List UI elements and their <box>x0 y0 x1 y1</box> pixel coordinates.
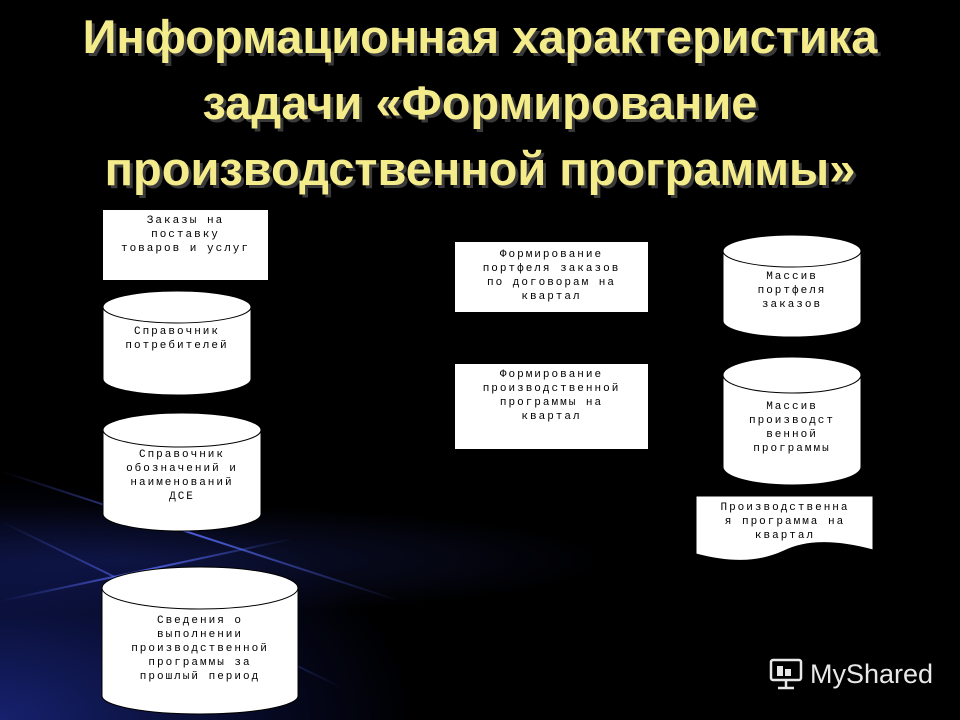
cylinder-text-line: прошлый период <box>139 671 261 683</box>
box-text-line: Формирование <box>499 249 604 261</box>
cylinder-text-line: Справочник <box>138 449 225 461</box>
title-line: производственной программы» <box>104 142 856 195</box>
document-text-line: Производственна <box>720 502 850 514</box>
orders-document: Заказы на поставку товаров и услуг <box>103 210 268 280</box>
portfolio-array-cylinder: Массив портфеля заказов <box>722 234 862 338</box>
box-text-line: Формирование <box>499 369 604 381</box>
cylinder-text-line: потребителей <box>125 340 229 352</box>
cylinder-text-line: заказов <box>761 299 823 311</box>
cylinder-shape <box>722 356 862 486</box>
presentation-screen-icon <box>769 658 803 690</box>
box-text-line: портфеля заказов <box>482 263 621 275</box>
cylinder-text-line: Массив <box>766 401 818 413</box>
consumers-reference-cylinder: Справочник потребителей <box>102 290 252 396</box>
cylinder-text-line: Массив <box>766 271 818 283</box>
cylinder-text-line: ДСЕ <box>169 491 195 503</box>
document-text-line: квартал <box>754 530 816 542</box>
box-text-line: по договорам на <box>486 277 617 289</box>
cylinder-text-line: производст <box>748 415 835 427</box>
title-line: задачи «Формирование <box>202 76 758 129</box>
box-text-line: товаров и услуг <box>120 243 251 255</box>
portfolio-process-box: Формирование портфеля заказов по договор… <box>455 242 648 312</box>
cylinder-text-line: наименований <box>130 477 234 489</box>
title-line: Информационная характеристика <box>82 10 878 63</box>
cylinder-text-line: обозначений и <box>126 463 238 475</box>
box-text-line: Заказы на <box>146 215 225 227</box>
cylinder-text-line: портфеля <box>757 285 827 297</box>
cylinder-shape <box>102 290 252 396</box>
box-text-line: производственной <box>482 383 621 395</box>
box-text-line: квартал <box>521 411 582 423</box>
box-text-line: квартал <box>521 291 582 303</box>
cylinder-text-line: программы за <box>148 657 252 669</box>
program-document: Производственна я программа на квартал <box>696 496 874 566</box>
cylinder-text-line: Справочник <box>133 326 220 338</box>
cylinder-text-line: выполнении <box>156 629 243 641</box>
cylinder-shape <box>101 566 299 715</box>
cylinder-text-line: производственной <box>131 643 269 655</box>
cylinder-text-line: венной <box>766 429 818 441</box>
cylinder-text-line: программы <box>753 443 831 455</box>
program-process-box: Формирование производственной программы … <box>455 364 648 449</box>
slide-title: Информационная характеристика задачи «Фо… <box>0 4 960 202</box>
program-array-cylinder: Массив производст венной программы <box>722 356 862 486</box>
dse-reference-cylinder: Справочник обозначений и наименований ДС… <box>102 412 262 532</box>
watermark: MyShared <box>768 656 933 692</box>
box-text-line: поставку <box>151 229 220 241</box>
watermark-text: MyShared <box>810 659 934 689</box>
previous-period-cylinder: Сведения о выполнении производственной п… <box>101 566 299 716</box>
cylinder-shape <box>722 234 862 338</box>
document-text-line: я программа на <box>724 516 846 528</box>
cylinder-text-line: Сведения о <box>156 615 243 627</box>
cylinder-shape <box>102 412 262 532</box>
box-text-line: программы на <box>499 397 604 409</box>
document-shape <box>696 496 874 561</box>
